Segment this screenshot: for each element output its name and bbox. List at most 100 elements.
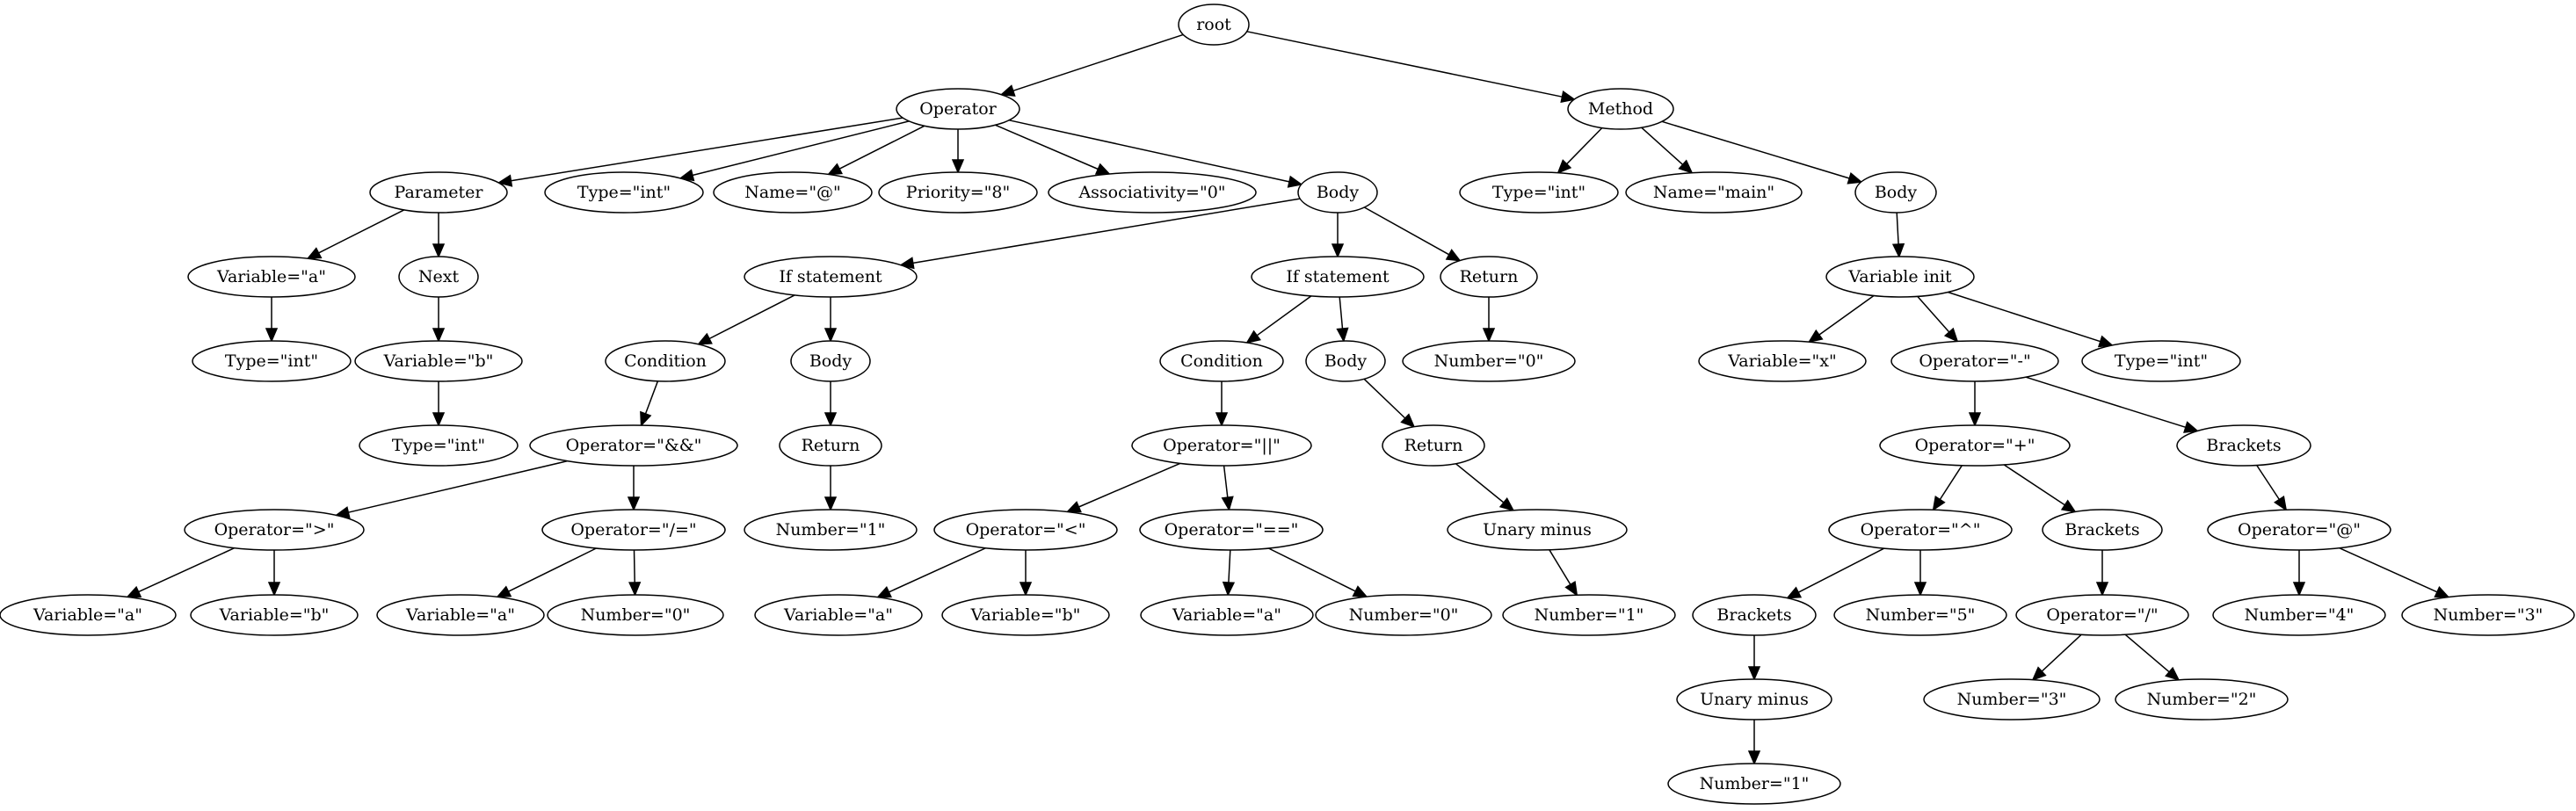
node-label: Variable="a": [216, 267, 326, 286]
arrowhead-icon: [1891, 243, 1905, 258]
edge-n0-n1: [999, 33, 1184, 97]
edge-n52-n56: [2292, 550, 2306, 597]
tree-node-n57: Number="3": [2401, 594, 2575, 636]
edge-n50-n54: [1913, 550, 1927, 597]
node-label: If statement: [779, 267, 882, 286]
arrowhead-icon: [126, 585, 142, 598]
node-label: Operator="&&": [566, 436, 702, 455]
tree-node-n22: Operator="&&": [529, 424, 738, 467]
node-label: Unary minus: [1700, 690, 1809, 709]
edge-line: [2256, 465, 2281, 500]
node-label: Type="int": [1492, 183, 1586, 202]
tree-node-n4: Type="int": [544, 171, 704, 214]
edge-n58-n61: [1747, 720, 1761, 765]
node-ellipse: [187, 256, 356, 298]
node-ellipse: [1698, 340, 1867, 382]
node-ellipse: [713, 171, 873, 214]
tree-node-n27: Variable="a": [0, 594, 177, 636]
arrowhead-icon: [265, 328, 279, 343]
edge-n8-n17: [899, 198, 1301, 270]
arrowhead-icon: [2060, 499, 2077, 513]
node-label: Unary minus: [1483, 520, 1592, 539]
edge-line: [2025, 376, 2187, 429]
arrowhead-icon: [432, 328, 446, 343]
arrowhead-icon: [1560, 91, 1577, 104]
arrowhead-icon: [1094, 163, 1112, 175]
edge-line: [1566, 127, 1603, 165]
tree-node-n58: Unary minus: [1676, 678, 1832, 720]
node-ellipse: [1825, 256, 1975, 298]
edge-line: [2003, 464, 2065, 506]
node-ellipse: [754, 594, 923, 636]
node-label: Operator="||": [1163, 436, 1281, 455]
node-ellipse: [376, 594, 545, 636]
node-ellipse: [1048, 171, 1257, 214]
edge-line: [138, 547, 236, 593]
edge-line: [1078, 462, 1180, 508]
edge-n18-n32: [1336, 296, 1349, 343]
edge-n8-n18: [1331, 213, 1345, 258]
arrowhead-icon: [2097, 335, 2115, 348]
node-label: If statement: [1286, 267, 1390, 286]
edge-line: [912, 198, 1301, 264]
edge-n31-n33: [1215, 381, 1229, 427]
arrowhead-icon: [1678, 159, 1694, 174]
edge-n36-n41: [1268, 547, 1368, 597]
arrowhead-icon: [1943, 327, 1959, 343]
tree-node-n1: Operator: [896, 88, 1020, 130]
arrowhead-icon: [1564, 580, 1578, 597]
tree-node-n41: Number="0": [1315, 594, 1492, 636]
tree-node-n29: Variable="a": [376, 594, 545, 636]
arrowhead-icon: [627, 496, 641, 511]
node-ellipse: [541, 509, 726, 551]
node-ellipse: [744, 256, 918, 298]
edge-line: [1797, 547, 1885, 593]
edge-n3-n12: [306, 209, 405, 260]
arrowhead-icon: [1400, 413, 1416, 429]
edge-n13-n15: [432, 297, 446, 343]
node-label: Type="int": [2115, 351, 2208, 371]
edge-line: [1339, 296, 1344, 329]
node-label: Variable="b": [219, 605, 330, 625]
node-label: Variable="a": [405, 605, 515, 625]
node-label: Variable="a": [33, 605, 142, 625]
tree-node-n15: Variable="b": [354, 340, 523, 382]
arrowhead-icon: [1245, 329, 1261, 344]
tree-node-n10: Name="main": [1625, 171, 1803, 214]
tree-node-n43: Number="0": [1402, 340, 1576, 382]
node-ellipse: [1402, 340, 1576, 382]
tree-node-n46: Operator="-": [1890, 340, 2059, 382]
node-label: Number="2": [2147, 690, 2257, 709]
edge-line: [1455, 463, 1505, 503]
edge-n25-n28: [267, 550, 281, 597]
edge-line: [1896, 212, 1899, 245]
node-ellipse: [1828, 509, 2013, 551]
node-ellipse: [1459, 171, 1619, 214]
arrowhead-icon: [2095, 582, 2109, 597]
node-ellipse: [1879, 424, 2071, 467]
edge-line: [1917, 295, 1950, 333]
arrowhead-icon: [1968, 412, 1982, 427]
node-label: Number="1": [1535, 605, 1644, 625]
node-label: Operator="/=": [570, 520, 696, 539]
tree-node-n21: Body: [790, 340, 871, 382]
node-label: Name="@": [744, 183, 841, 202]
node-label: Condition: [1180, 351, 1263, 371]
node-ellipse: [896, 88, 1020, 130]
arrowhead-icon: [432, 243, 446, 258]
arrowhead-icon: [1785, 586, 1803, 599]
tree-node-n45: Variable="x": [1698, 340, 1867, 382]
node-ellipse: [1315, 594, 1492, 636]
node-ellipse: [184, 509, 365, 551]
edge-line: [1012, 33, 1184, 92]
edge-n1-n3: [497, 117, 903, 187]
arrowhead-icon: [306, 247, 323, 260]
edge-n1-n8: [1009, 119, 1303, 188]
node-ellipse: [1890, 340, 2059, 382]
tree-node-n50: Operator="^": [1828, 509, 2013, 551]
tree-node-n54: Number="5": [1833, 594, 2007, 636]
edge-n33-n36: [1221, 465, 1234, 511]
node-label: Variable="x": [1727, 351, 1836, 371]
edge-n44-n47: [1948, 291, 2115, 348]
edge-n36-n40: [1222, 549, 1236, 597]
